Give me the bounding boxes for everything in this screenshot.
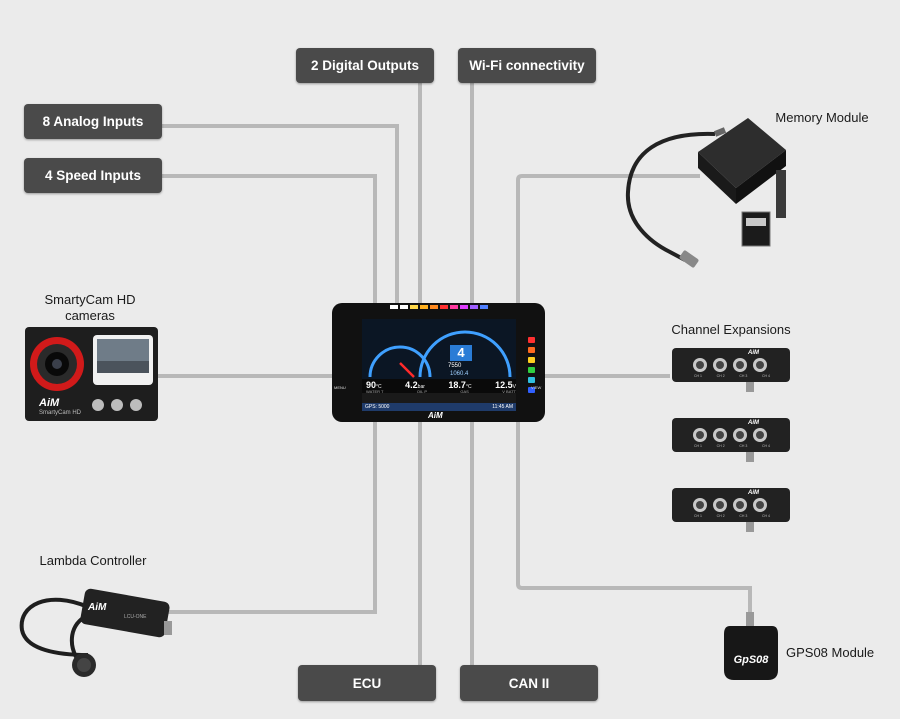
smartycam-label-line1: SmartyCam HD	[44, 292, 136, 307]
smartycam-label-line2: cameras	[65, 308, 115, 323]
speed-inputs-box: 4 Speed Inputs	[24, 158, 162, 193]
gps08-module-label: GPS08 Module	[786, 645, 875, 660]
menu-button: MENU	[334, 385, 346, 390]
ecu-box: ECU	[298, 665, 436, 701]
wire-analog-inputs	[162, 124, 399, 305]
smartycam-model: SmartyCam HD	[39, 410, 82, 416]
wire-lambda	[165, 420, 377, 614]
shift-lights	[390, 305, 488, 309]
rpm-readout: 7550	[448, 363, 462, 369]
dash-brand-logo: AiM	[428, 411, 443, 420]
oil-pressure-caption: OIL P	[416, 389, 427, 394]
analog-inputs-box: 8 Analog Inputs	[24, 104, 162, 139]
memory-module-device	[625, 118, 786, 268]
gear-indicator: 4	[450, 345, 472, 361]
lambda-brand: AiM	[88, 602, 107, 613]
dash-captions-row: WATER T OIL P GAS V BATT	[366, 389, 516, 394]
smartycam-brand: AiM	[39, 397, 60, 409]
gps08-device: GpS08	[724, 612, 778, 680]
alarm-leds	[528, 337, 535, 393]
battery-caption: V BATT	[502, 389, 516, 394]
dash-readout: 1060.4	[450, 371, 469, 377]
can2-box: CAN II	[460, 665, 598, 701]
lambda-controller-device	[19, 588, 172, 677]
wire-speed-inputs	[162, 174, 377, 305]
expansion-brand: AiM	[748, 490, 759, 496]
lambda-model: LCU-ONE	[124, 614, 147, 620]
battery-value: 12.5V	[495, 380, 516, 390]
dash-values-row: 90°C 4.2bar 18.7°C 12.5V	[366, 380, 516, 390]
water-temp-value: 90°C	[366, 380, 382, 390]
dash-clock: 11:45 AM	[492, 404, 513, 410]
dash-display-device: 4 7550 1060.4 90°C 4.2bar 18.7°C 12.5V W…	[332, 303, 545, 422]
channel-expansions-label: Channel Expansions	[671, 322, 791, 337]
smartycam-label: SmartyCam HD cameras	[20, 292, 160, 324]
gas-caption: GAS	[460, 389, 469, 394]
lambda-controller-label: Lambda Controller	[39, 553, 147, 568]
dash-screen: 4 7550 1060.4 90°C 4.2bar 18.7°C 12.5V W…	[362, 319, 516, 411]
gps-status: GPS: 5000	[365, 404, 390, 410]
oil-pressure-value: 4.2bar	[405, 380, 425, 390]
smartycam-device: AiM SmartyCam HD	[25, 327, 158, 421]
expansion-brand: AiM	[748, 420, 759, 426]
view-button: VIEW	[531, 385, 542, 390]
wire-memory-module	[516, 174, 700, 305]
digital-outputs-box: 2 Digital Outputs	[296, 48, 434, 83]
water-temp-caption: WATER T	[366, 389, 384, 394]
memory-module-label: Memory Module	[775, 110, 869, 125]
wifi-connectivity-box: Wi-Fi connectivity	[458, 48, 596, 83]
wire-gps08	[516, 420, 752, 618]
gas-value: 18.7°C	[448, 380, 472, 390]
expansion-brand: AiM	[748, 350, 759, 356]
gps08-logo-text: GpS08	[733, 654, 769, 666]
